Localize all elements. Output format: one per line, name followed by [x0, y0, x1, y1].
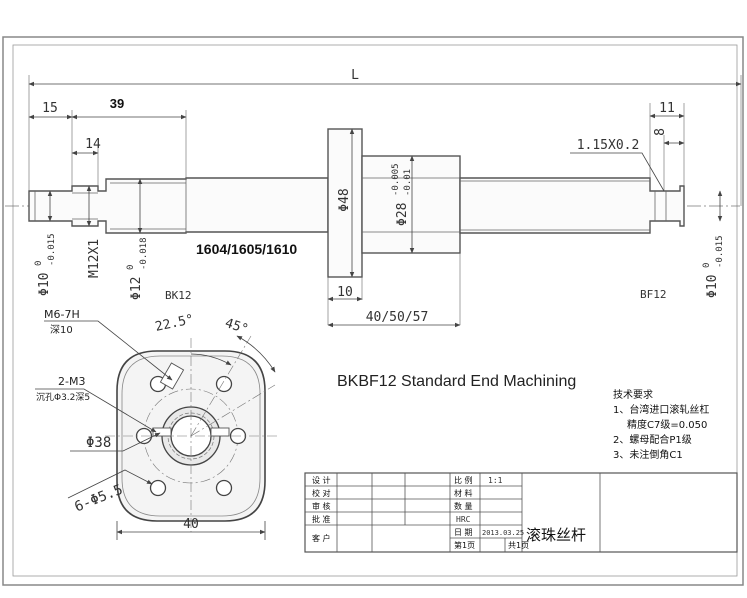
dim-14: 14	[85, 137, 101, 152]
pin-note-label: 沉孔Φ3.2深5	[36, 392, 90, 403]
tb-label-check: 校 对	[312, 488, 331, 498]
tb-label-approve: 批 准	[312, 514, 331, 524]
angle-45-label: 45°	[223, 316, 250, 338]
tb-part-name: 滚珠丝杆	[526, 526, 586, 544]
tech-requirements: 技术要求 1、台湾进口滚轧丝杠 精度C7级=0.050 2、螺母配合P1级 3、…	[613, 388, 709, 461]
flange-end-view	[105, 335, 278, 532]
tb-sheet: 第1页	[454, 540, 475, 550]
holes-label: 6-Φ5.5	[72, 482, 125, 516]
right-journal-tol-upper: 0	[702, 263, 712, 268]
tech-req-heading: 技术要求	[613, 388, 653, 401]
model-label: 1604/1605/1610	[196, 241, 297, 257]
flange-leaders	[35, 320, 276, 540]
tb-ratio-value: 1:1	[488, 476, 503, 485]
left-journal-label: Φ10 0 -0.015	[34, 233, 57, 296]
overall-length-label: L	[351, 68, 359, 83]
nut-dia-text: Φ28	[395, 203, 410, 226]
nut-dia-label: Φ28 -0.005 -0.01	[391, 163, 413, 226]
tb-date-value: 2013.03.25	[482, 529, 524, 537]
groove-label: 1.15X0.2	[577, 138, 640, 153]
bearing-seat-tol-lower: -0.018	[139, 237, 149, 270]
inner-border	[12, 44, 738, 577]
tech-req-item-4: 3、未注倒角C1	[613, 448, 683, 461]
right-journal-tol-lower: -0.015	[715, 235, 725, 268]
thread-label: M12X1	[87, 239, 102, 278]
tb-label-review: 审 核	[312, 501, 331, 511]
flange-width-label: 40	[183, 517, 199, 532]
tb-qty-label: 数 量	[454, 501, 473, 511]
flange-inner-edge	[121, 355, 261, 517]
flange-dia-label: Φ48	[337, 188, 352, 211]
title-block	[304, 472, 738, 553]
right-journal-text: Φ10	[705, 275, 720, 298]
tech-req-item-3: 2、螺母配合P1级	[613, 433, 692, 446]
left-journal-tol-upper: 0	[34, 261, 44, 266]
right-journal-label: Φ10 0 -0.015	[702, 235, 725, 298]
tech-req-item-2: 精度C7级=0.050	[627, 418, 707, 431]
flange-thickness-label: 10	[337, 285, 353, 300]
dim-11: 11	[659, 101, 675, 116]
nut-length-label: 40/50/57	[366, 310, 429, 325]
nut-dia-tol-lower: -0.01	[403, 169, 413, 196]
thread-text: M12X1	[87, 239, 102, 278]
tb-hrc: HRC	[456, 515, 471, 524]
thread-spec-label: M6-7H	[44, 308, 80, 321]
bearing-seat-text: Φ12	[129, 277, 144, 300]
nut-dia-tol-upper: -0.005	[391, 163, 401, 196]
flange-dia-text: Φ48	[337, 188, 352, 211]
bearing-seat-label: Φ12 0 -0.018	[126, 237, 149, 300]
tech-req-item-1: 1、台湾进口滚轧丝杠	[613, 403, 709, 416]
drawing-title: BKBF12 Standard End Machining	[337, 373, 576, 390]
bearing-seat-tol-upper: 0	[126, 265, 136, 270]
angle-22-label: 22.5°	[154, 312, 195, 335]
left-journal-tol-lower: -0.015	[47, 233, 57, 266]
dim-8: 8	[653, 128, 668, 136]
tb-material-label: 材 料	[454, 488, 473, 498]
outer-border	[2, 36, 744, 586]
thread-depth-label: 深10	[50, 324, 73, 336]
tb-date-label: 日 期	[454, 528, 473, 537]
pin-spec-label: 2-M3	[58, 375, 85, 388]
shaft-outline	[28, 128, 685, 278]
dimension-lines	[28, 81, 742, 328]
dim-39: 39	[110, 96, 124, 111]
left-journal-text: Φ10	[37, 273, 52, 296]
dim-15: 15	[42, 101, 58, 116]
tb-label-design: 设 计	[312, 475, 331, 485]
pcd-label: Φ38	[86, 435, 111, 451]
tb-ratio-label: 比 例	[454, 475, 473, 485]
tb-total: 共1页	[508, 541, 529, 550]
bk12-label: BK12	[165, 289, 192, 302]
bf12-label: BF12	[640, 288, 667, 301]
tb-label-customer: 客 户	[312, 533, 331, 543]
